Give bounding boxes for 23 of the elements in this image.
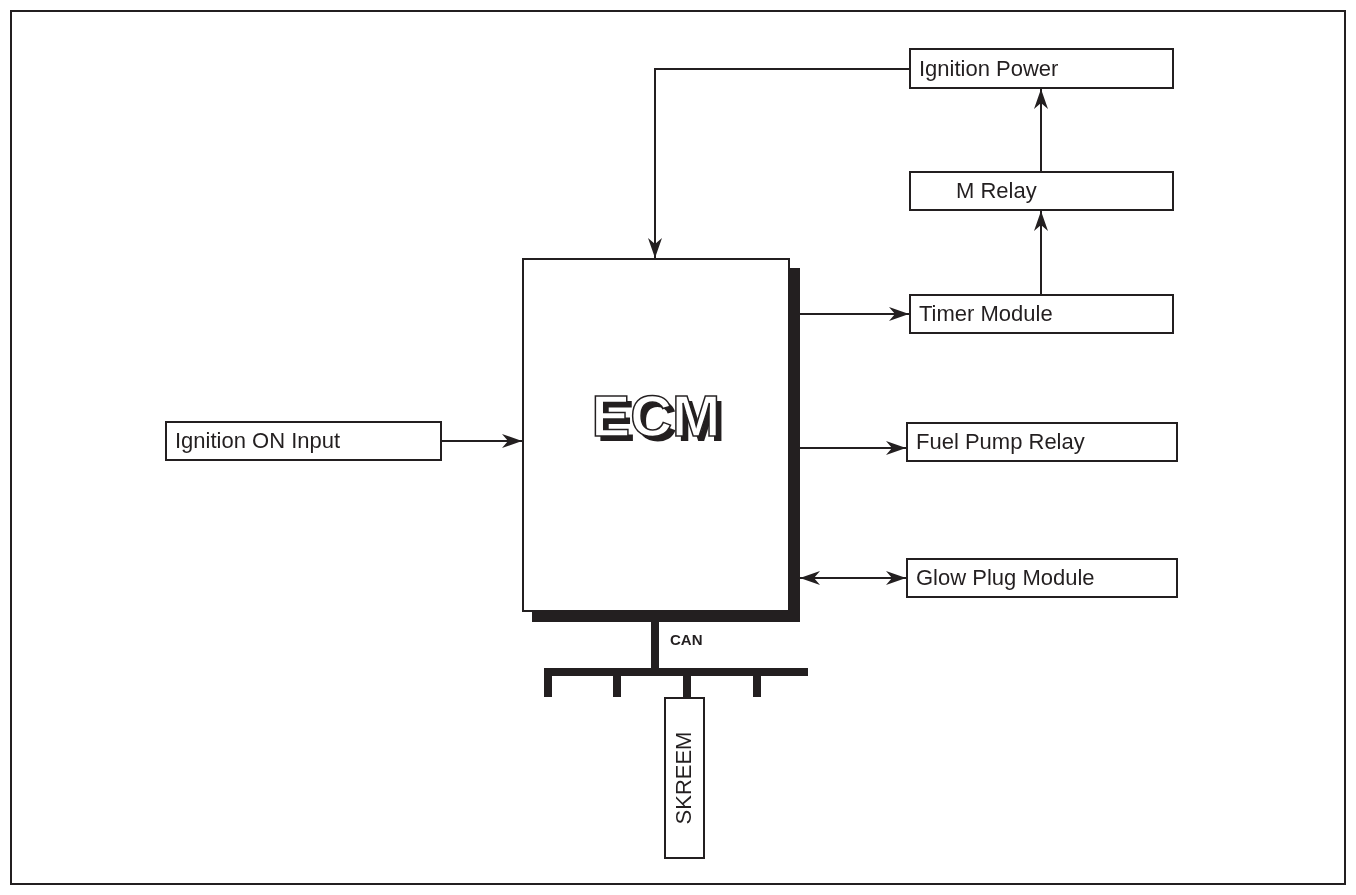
component-box xyxy=(909,171,1174,211)
box-label: Ignition Power xyxy=(919,57,1059,80)
component-box xyxy=(909,48,1174,89)
module-title: ECM xyxy=(591,381,721,450)
component-box xyxy=(165,421,442,461)
arrow xyxy=(799,307,910,321)
box-label: Ignition ON Input xyxy=(175,430,341,452)
arrow xyxy=(648,68,910,259)
module-box xyxy=(664,697,705,859)
box-label: SKREEM xyxy=(673,731,696,825)
component-box xyxy=(906,558,1178,598)
arrow xyxy=(1034,88,1048,172)
arrow xyxy=(799,571,907,585)
component-box xyxy=(909,294,1174,334)
edge-label: CAN xyxy=(670,632,703,647)
component-box xyxy=(906,422,1178,462)
box-label: Glow Plug Module xyxy=(916,567,1095,589)
box-label: Timer Module xyxy=(919,303,1053,325)
box-label: M Relay xyxy=(956,180,1037,202)
arrow xyxy=(799,441,907,455)
box-label: Fuel Pump Relay xyxy=(916,431,1085,453)
arrow xyxy=(1034,210,1048,295)
arrow xyxy=(441,434,523,448)
